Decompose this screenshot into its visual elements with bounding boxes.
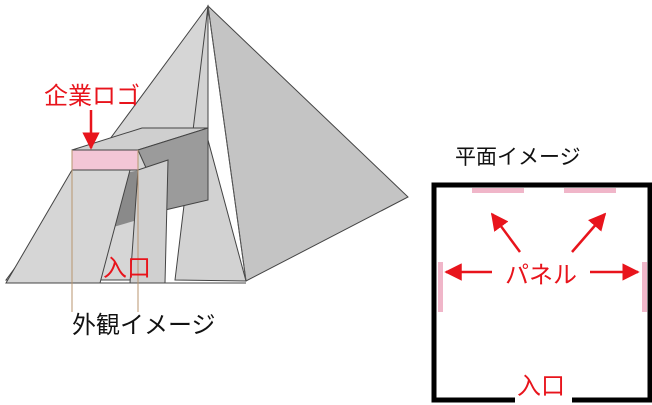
plan-walls bbox=[431, 182, 652, 403]
pyramid-exterior bbox=[5, 4, 409, 312]
logo-panel bbox=[71, 149, 139, 171]
panel-left bbox=[438, 262, 443, 312]
entrance-label: 入口 bbox=[103, 254, 151, 282]
panel-top-right bbox=[564, 188, 616, 193]
exterior-caption: 外観イメージ bbox=[72, 311, 216, 339]
panel-arrow-top-right bbox=[571, 212, 607, 253]
plan-title: 平面イメージ bbox=[455, 145, 581, 169]
logo-label: 企業ロゴ bbox=[44, 82, 140, 110]
pyramid-edge bbox=[207, 5, 247, 282]
panel-right bbox=[642, 262, 647, 312]
pyramid-right-face bbox=[207, 4, 409, 282]
floor-plan bbox=[431, 182, 652, 403]
panel-arrow-top-left bbox=[490, 212, 522, 253]
plan-entrance-label: 入口 bbox=[517, 372, 565, 400]
panel-top-left bbox=[472, 188, 524, 193]
panel-label: パネル bbox=[505, 261, 577, 289]
